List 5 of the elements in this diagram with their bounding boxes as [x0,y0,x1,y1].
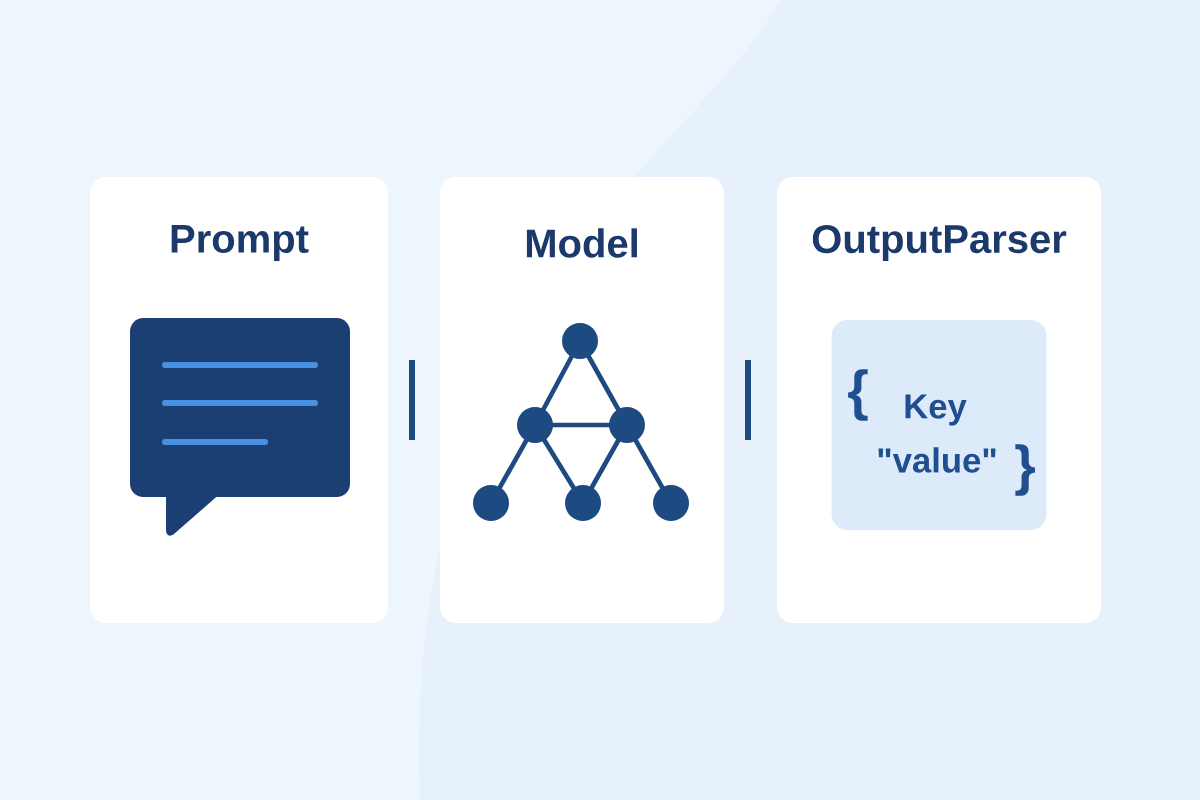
card-title: OutputParser [812,224,1067,262]
card [440,177,724,623]
card-title: Prompt [171,225,309,261]
card-title: Model [526,228,637,258]
code-box: { Key "value" } [831,320,1047,530]
